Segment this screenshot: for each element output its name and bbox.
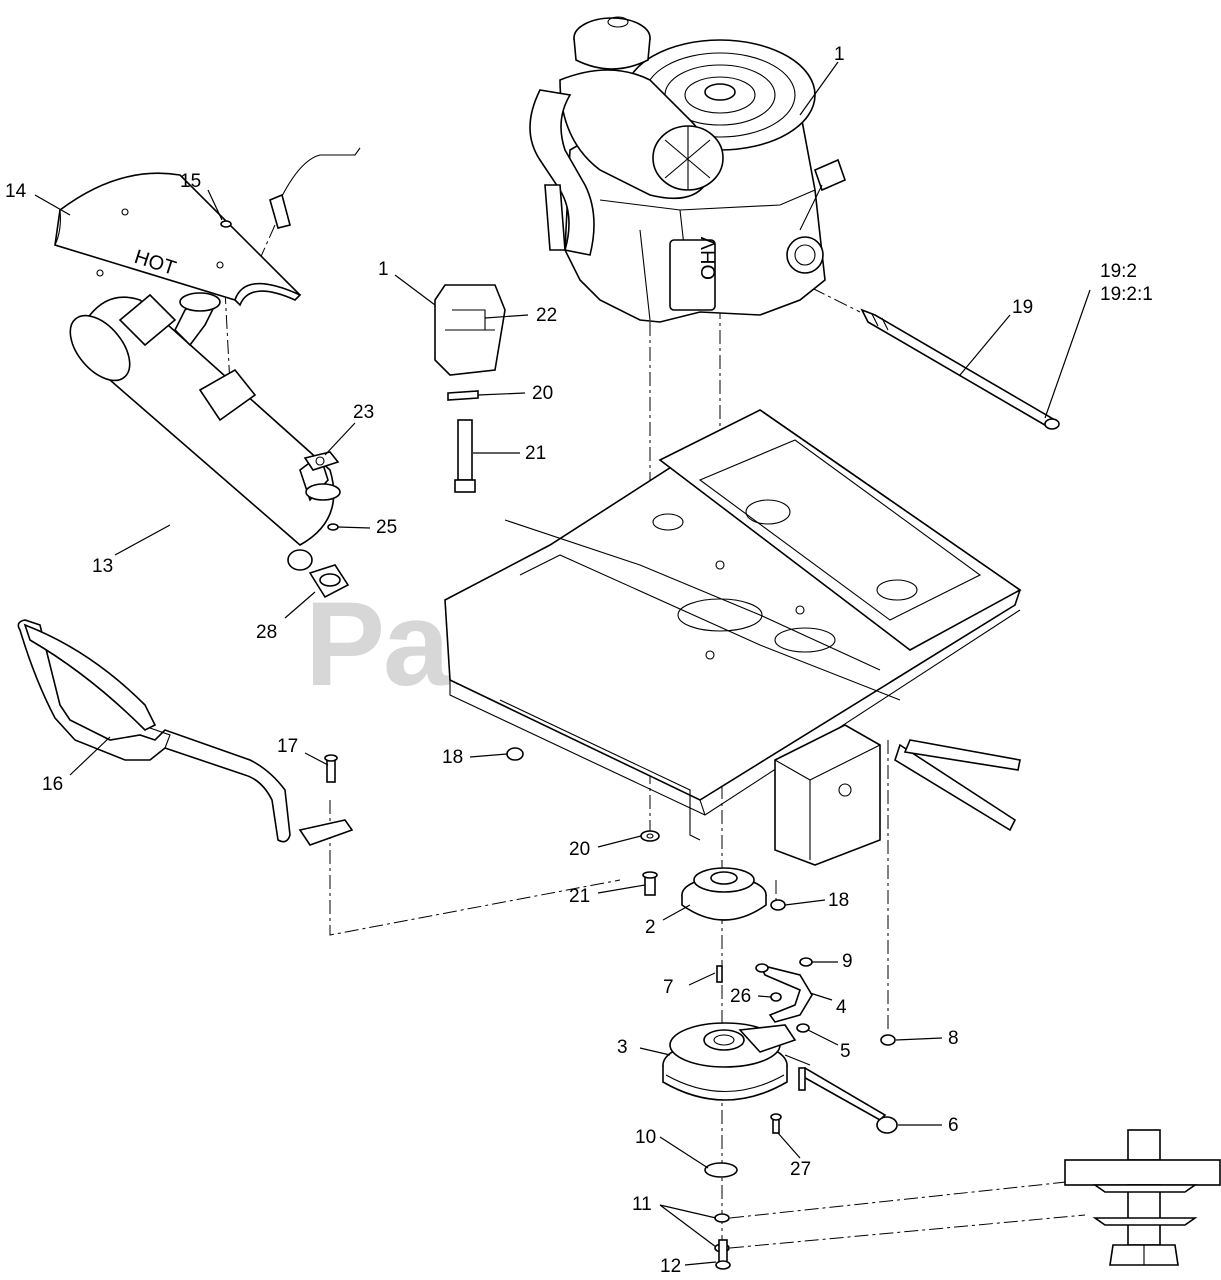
bolt-27[interactable]	[770, 1113, 782, 1134]
engine[interactable]: OHV	[529, 16, 847, 323]
callout-10: 10	[635, 1127, 656, 1148]
callout-21-top: 21	[525, 443, 546, 464]
callout-19-2-1: 19:2:1	[1100, 284, 1153, 305]
callout-15: 15	[180, 171, 201, 192]
callout-20-mid: 20	[569, 839, 590, 860]
chassis-frame	[444, 409, 1022, 866]
callout-21-mid: 21	[569, 886, 590, 907]
bolt-21-mid[interactable]	[642, 871, 658, 896]
nut-9[interactable]	[799, 957, 813, 967]
bolt-17[interactable]	[324, 754, 338, 783]
callout-4: 4	[836, 997, 847, 1018]
callout-28: 28	[256, 622, 277, 643]
spacer-20-mid[interactable]	[640, 830, 660, 842]
callout-17: 17	[277, 736, 298, 757]
detail-inset-crankshaft	[1064, 1129, 1221, 1266]
nut-18-mid[interactable]	[770, 899, 786, 911]
heat-shield[interactable]: HOT	[54, 172, 302, 307]
callout-18-mid: 18	[828, 890, 849, 911]
engine-bracket[interactable]	[434, 284, 506, 376]
callout-12: 12	[660, 1256, 681, 1277]
callout-22: 22	[536, 305, 557, 326]
callout-25: 25	[376, 517, 397, 538]
leader-lines	[34, 61, 1091, 1266]
callout-7: 7	[663, 977, 674, 998]
spark-arrestor-28[interactable]	[308, 564, 350, 599]
callout-13: 13	[92, 556, 113, 577]
washer-5[interactable]	[796, 1023, 810, 1033]
bolt-12[interactable]	[715, 1239, 731, 1270]
washer-10[interactable]	[704, 1162, 738, 1178]
callout-14: 14	[5, 181, 27, 202]
screw-15[interactable]	[220, 220, 232, 228]
washer-11a[interactable]	[714, 1213, 730, 1223]
dipstick-tube[interactable]	[860, 308, 1060, 430]
callout-2: 2	[645, 917, 656, 938]
callout-8: 8	[948, 1028, 959, 1049]
callout-1-engine: 1	[834, 44, 845, 65]
callout-18-top: 18	[442, 747, 463, 768]
callout-11: 11	[632, 1194, 652, 1215]
pto-link[interactable]	[798, 1066, 898, 1134]
callout-20-top: 20	[532, 383, 553, 404]
nut-18-top[interactable]	[506, 747, 524, 761]
muffler[interactable]	[59, 292, 341, 571]
callout-6: 6	[948, 1115, 959, 1136]
nut-25[interactable]	[327, 523, 339, 531]
svg-text:OHV: OHV	[698, 236, 720, 280]
callout-3: 3	[617, 1037, 628, 1058]
gasket-23[interactable]	[303, 451, 340, 471]
callout-23: 23	[353, 402, 374, 423]
sensor-wire	[269, 147, 361, 229]
callout-5: 5	[840, 1041, 851, 1062]
callout-26: 26	[730, 986, 751, 1007]
spacer-20-top[interactable]	[447, 390, 479, 401]
callout-9: 9	[842, 951, 853, 972]
key-7[interactable]	[716, 965, 723, 983]
handle-bar[interactable]	[17, 619, 354, 846]
callout-1-bracket: 1	[378, 259, 389, 280]
callout-19: 19	[1012, 297, 1033, 318]
callout-16: 16	[42, 774, 63, 795]
pto-clutch[interactable]	[662, 1022, 811, 1101]
pulley[interactable]	[681, 867, 767, 921]
bushing-8[interactable]	[880, 1034, 896, 1046]
callout-27: 27	[790, 1159, 811, 1180]
bolt-21-top[interactable]	[454, 419, 476, 493]
callout-labels: 1 14 15 1 22 20 21 19 19:2 19:2:1 23 25 …	[5, 44, 1153, 1277]
nut-26[interactable]	[770, 992, 782, 1002]
anti-rotation-bracket[interactable]	[755, 963, 813, 1023]
callout-19-2: 19:2	[1100, 261, 1137, 282]
